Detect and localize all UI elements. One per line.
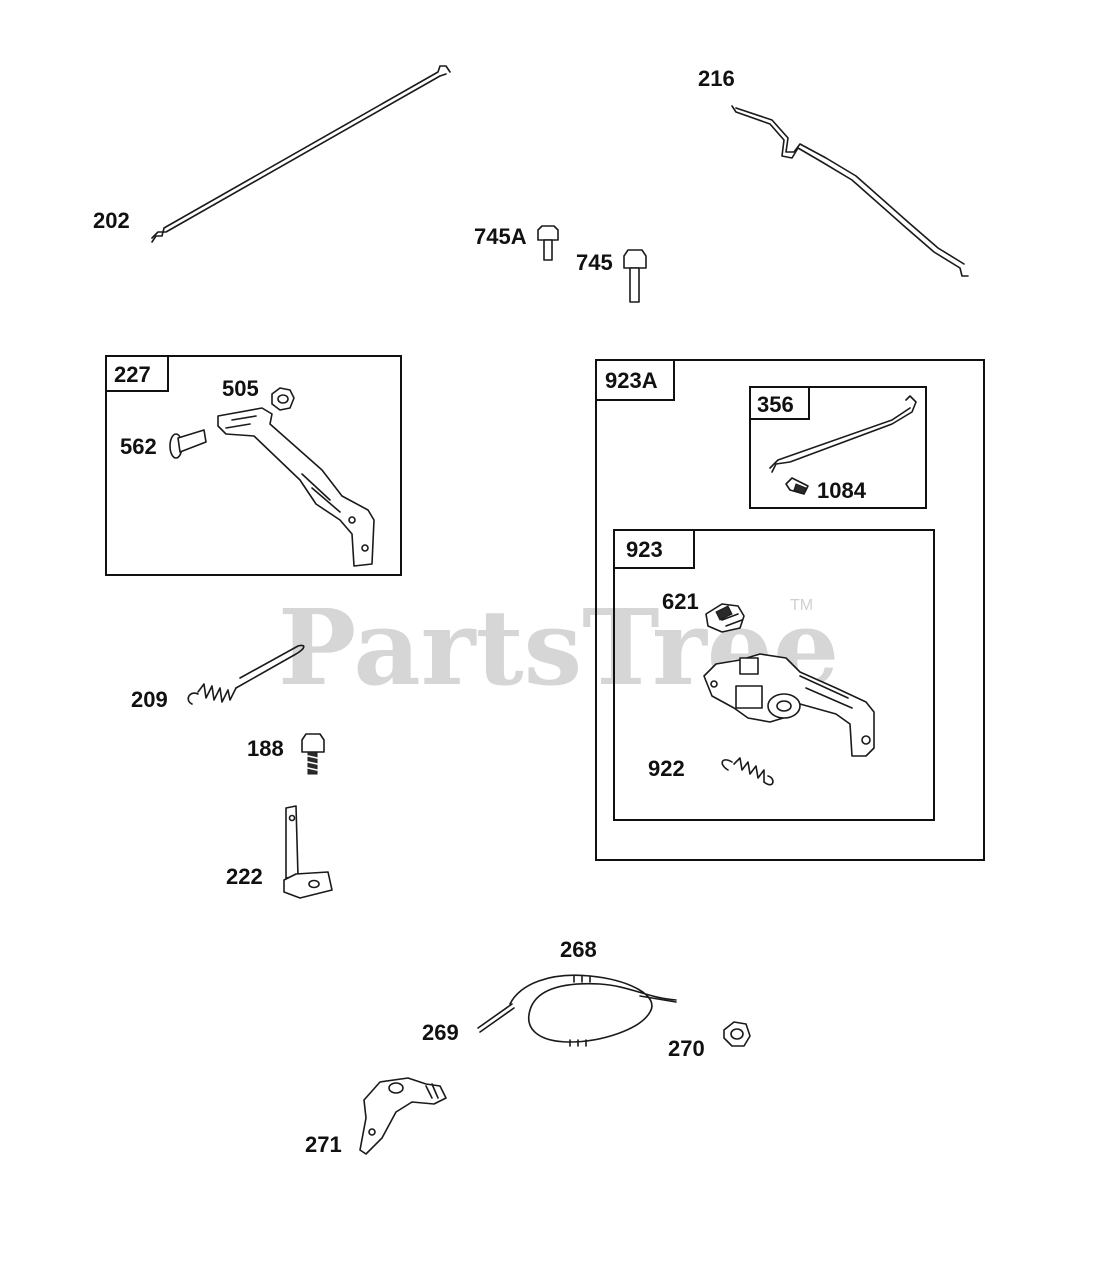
label-271: 271 xyxy=(305,1132,342,1157)
part-227-governor-lever[interactable] xyxy=(217,407,375,567)
label-227: 227 xyxy=(114,362,151,387)
part-621-clip[interactable] xyxy=(705,603,745,633)
label-269: 269 xyxy=(422,1020,459,1045)
label-188: 188 xyxy=(247,736,284,761)
part-923-governor-control[interactable] xyxy=(703,653,875,757)
label-202: 202 xyxy=(93,208,130,233)
part-216-link[interactable] xyxy=(731,105,969,277)
label-356: 356 xyxy=(757,392,794,417)
label-268: 268 xyxy=(560,937,597,962)
part-268-cable[interactable] xyxy=(477,974,677,1047)
part-271-bracket[interactable] xyxy=(359,1077,447,1155)
group-box-923 xyxy=(613,529,935,821)
part-209-spring[interactable] xyxy=(187,644,305,705)
label-745A: 745A xyxy=(474,224,527,249)
part-922-spring[interactable] xyxy=(721,757,774,786)
label-270: 270 xyxy=(668,1036,705,1061)
part-1084-clip[interactable] xyxy=(785,477,809,495)
label-923: 923 xyxy=(626,537,663,562)
label-222: 222 xyxy=(226,864,263,889)
label-923A: 923A xyxy=(605,368,658,393)
part-745-bolt[interactable] xyxy=(623,249,647,303)
part-188-bolt[interactable] xyxy=(301,733,325,775)
group-box-356-tag xyxy=(749,386,810,420)
label-1084: 1084 xyxy=(817,478,867,503)
part-562-pin[interactable] xyxy=(169,429,207,459)
label-505: 505 xyxy=(222,376,259,401)
part-745A-bolt[interactable] xyxy=(537,225,559,261)
group-box-356 xyxy=(749,386,927,509)
group-box-923-tag xyxy=(613,529,695,569)
label-745: 745 xyxy=(576,250,613,275)
group-box-923A-tag xyxy=(595,359,675,401)
watermark-trademark: TM xyxy=(790,597,813,614)
part-222-bracket[interactable] xyxy=(283,805,333,899)
label-621: 621 xyxy=(662,589,699,614)
label-209: 209 xyxy=(131,687,168,712)
label-562: 562 xyxy=(120,434,157,459)
part-270-nut[interactable] xyxy=(723,1021,751,1047)
label-922: 922 xyxy=(648,756,685,781)
part-202-rod[interactable] xyxy=(151,65,451,243)
group-box-923A xyxy=(595,359,985,861)
label-216: 216 xyxy=(698,66,735,91)
group-box-227-tag xyxy=(105,355,169,392)
part-505-nut[interactable] xyxy=(271,387,295,411)
group-box-227 xyxy=(105,355,402,576)
part-356-spring-link[interactable] xyxy=(769,395,917,473)
